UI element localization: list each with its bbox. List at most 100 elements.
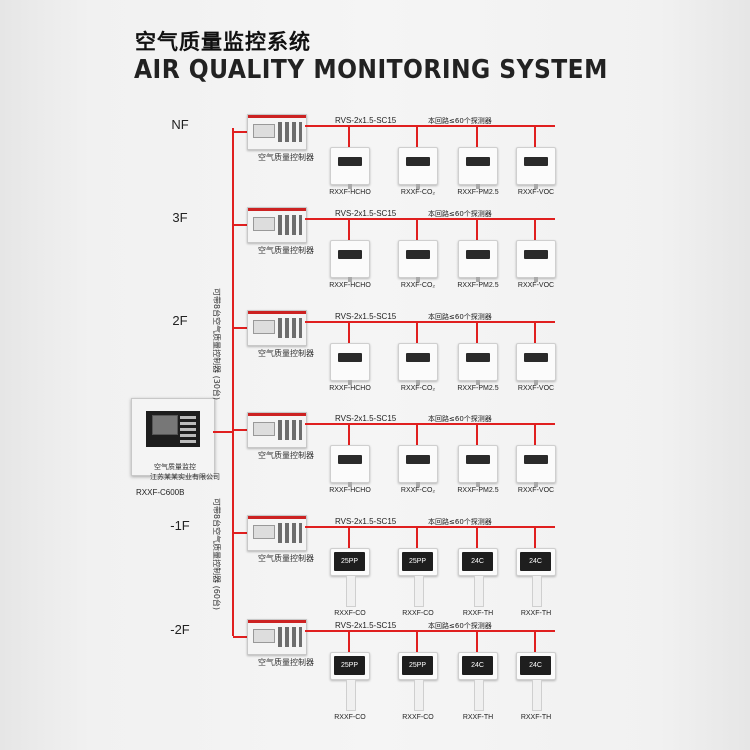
bus-branch-line: [233, 429, 247, 431]
sensor-probe: [532, 679, 542, 711]
detector-rxxf-co: 25PP: [330, 548, 370, 607]
sensor-probe: [532, 575, 542, 607]
detector-connector: [348, 184, 352, 189]
controller-label: 空气质量控制器: [258, 246, 314, 255]
detector-screen: [466, 157, 490, 166]
detector-label: RXXF-CO₂: [400, 189, 436, 196]
sensor-probe: [346, 575, 356, 607]
detector-screen: [338, 250, 362, 259]
controller-buttons: [278, 627, 302, 647]
detector-connector: [534, 482, 538, 487]
controller-buttons: [278, 215, 302, 235]
loop-line: [305, 423, 555, 425]
floor-label: -1F: [170, 518, 190, 533]
bus-branch-line: [233, 532, 247, 534]
detector-drop-line: [476, 423, 478, 445]
loop-label: 本回路≤60个探测器: [428, 518, 492, 526]
controller-stripe: [248, 516, 306, 519]
loop-label: 本回路≤60个探测器: [428, 415, 492, 423]
detector-connector: [534, 184, 538, 189]
controller-display: [253, 525, 275, 539]
loop-line: [305, 218, 555, 220]
detector-rxxf-th: 24C: [458, 548, 498, 607]
detector-rxxf-th: 24C: [516, 548, 556, 607]
detector-rxxf-voc: [516, 343, 556, 385]
detector-screen: [406, 455, 430, 464]
detector-label: RXXF-PM2.5: [457, 487, 499, 494]
floor-label: 3F: [172, 210, 188, 225]
cable-label: RVS-2x1.5-SC15: [335, 517, 397, 526]
detector-drop-line: [416, 630, 418, 652]
detector-drop-line: [416, 125, 418, 147]
host-company: 江苏某某实业有限公司: [150, 474, 220, 481]
bus-label-lower: 可带8台空气质量控制器 (60台): [212, 498, 221, 611]
detector-screen: 25PP: [402, 552, 433, 571]
sensor-probe: [346, 679, 356, 711]
floor-label: -2F: [170, 622, 190, 637]
detector-label: RXXF-TH: [520, 610, 552, 617]
controller-display: [253, 320, 275, 334]
controller-display: [253, 217, 275, 231]
sensor-probe: [474, 575, 484, 607]
detector-drop-line: [534, 630, 536, 652]
sensor-probe: [414, 679, 424, 711]
detector-drop-line: [348, 125, 350, 147]
detector-rxxf-co: 25PP: [398, 652, 438, 711]
detector-screen: [524, 353, 548, 362]
detector-drop-line: [416, 526, 418, 548]
detector-connector: [416, 277, 420, 282]
host-screen: [152, 415, 178, 435]
detector-connector: [476, 380, 480, 385]
detector-screen: [338, 455, 362, 464]
host-model: RXXF-C600B: [136, 488, 185, 497]
detector-drop-line: [348, 218, 350, 240]
controller-stripe: [248, 115, 306, 118]
detector-connector: [416, 380, 420, 385]
detector-rxxf-co: 25PP: [398, 548, 438, 607]
detector-rxxf-pm2.5: [458, 343, 498, 385]
detector-screen: [338, 353, 362, 362]
detector-drop-line: [534, 423, 536, 445]
detector-rxxf-co-: [398, 147, 438, 189]
detector-label: RXXF-TH: [520, 714, 552, 721]
controller-display: [253, 124, 275, 138]
controller-buttons: [278, 122, 302, 142]
detector-label: RXXF-PM2.5: [457, 282, 499, 289]
controller-display: [253, 629, 275, 643]
floor-controller: [247, 310, 307, 346]
loop-label: 本回路≤60个探测器: [428, 622, 492, 630]
cable-label: RVS-2x1.5-SC15: [335, 116, 397, 125]
bus-branch-line: [233, 327, 247, 329]
detector-rxxf-th: 24C: [516, 652, 556, 711]
detector-drop-line: [534, 125, 536, 147]
detector-rxxf-pm2.5: [458, 147, 498, 189]
detector-drop-line: [534, 526, 536, 548]
detector-connector: [348, 277, 352, 282]
detector-screen: [466, 353, 490, 362]
loop-line: [305, 526, 555, 528]
detector-drop-line: [348, 630, 350, 652]
detector-connector: [534, 380, 538, 385]
detector-screen: 24C: [462, 656, 493, 675]
floor-label: 2F: [172, 313, 188, 328]
detector-connector: [416, 482, 420, 487]
loop-line: [305, 321, 555, 323]
detector-screen: [466, 455, 490, 464]
detector-label: RXXF-CO₂: [400, 487, 436, 494]
detector-drop-line: [348, 423, 350, 445]
controller-label: 空气质量控制器: [258, 554, 314, 563]
cable-label: RVS-2x1.5-SC15: [335, 312, 397, 321]
detector-rxxf-co-: [398, 343, 438, 385]
floor-controller: [247, 412, 307, 448]
loop-label: 本回路≤60个探测器: [428, 313, 492, 321]
detector-label: RXXF-CO: [334, 714, 366, 721]
host-brand: 空气质量监控: [154, 463, 196, 471]
controller-buttons: [278, 523, 302, 543]
loop-line: [305, 125, 555, 127]
loop-label: 本回路≤60个探测器: [428, 210, 492, 218]
detector-rxxf-hcho: [330, 445, 370, 487]
detector-screen: [466, 250, 490, 259]
detector-rxxf-pm2.5: [458, 445, 498, 487]
detector-screen: 24C: [520, 552, 551, 571]
